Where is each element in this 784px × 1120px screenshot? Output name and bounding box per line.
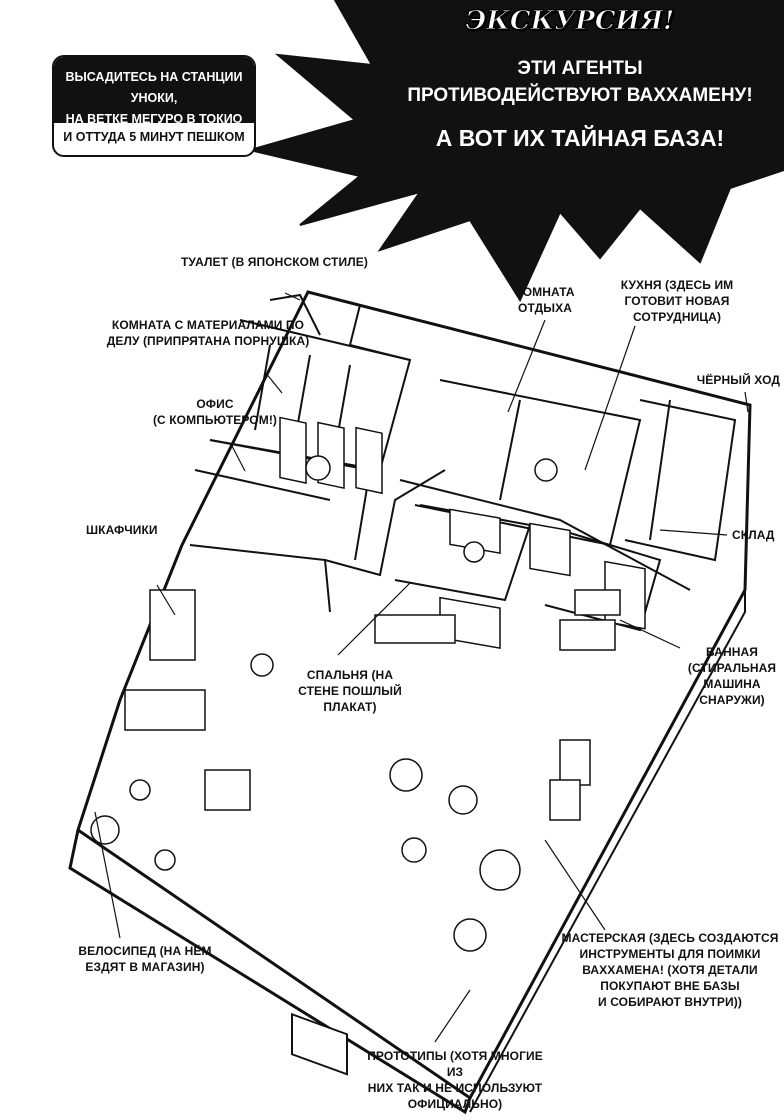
base-slab <box>76 290 752 1101</box>
station-directions-line: Высадитесь на станции Уноки, на ветке Ме… <box>54 57 254 126</box>
burst-line-secret-base: А вот их тайная база! <box>435 125 725 151</box>
label-lockers: Шкафчики <box>86 523 158 537</box>
label-bedroom: Спальня (на стене пошлый плакат) <box>298 668 402 714</box>
label-kitchen: Кухня (здесь им готовит новая сотрудница… <box>620 278 734 324</box>
starburst-balloon <box>246 0 784 303</box>
label-prototypes: Прототипы (хотя многие из них так и не и… <box>367 1049 543 1111</box>
label-workshop: Мастерская (здесь создаются инструменты … <box>561 931 779 1009</box>
station-directions-box: Высадитесь на станции Уноки, на ветке Ме… <box>52 55 256 157</box>
label-office: Офис (с компьютером!) <box>152 397 278 427</box>
label-bicycle: Велосипед (на нём ездят в магазин) <box>78 944 212 974</box>
label-back-exit: Чёрный ход <box>696 373 780 387</box>
label-storage: Склад <box>732 528 775 542</box>
label-toilet: Туалет (в японском стиле) <box>181 255 368 269</box>
burst-line-agents: Эти агенты противодействуют Ваххамену! <box>407 58 753 106</box>
walk-distance-line: И оттуда 5 минут пешком <box>63 130 245 144</box>
label-materials-room: Комната с материалами по делу (припрятан… <box>106 318 310 348</box>
label-bathroom: Ванная (стиральная машина снаружи) <box>687 645 777 707</box>
excursion-title: Экскурсия! <box>465 6 675 37</box>
label-rest-room: Комната отдыха <box>515 285 575 315</box>
